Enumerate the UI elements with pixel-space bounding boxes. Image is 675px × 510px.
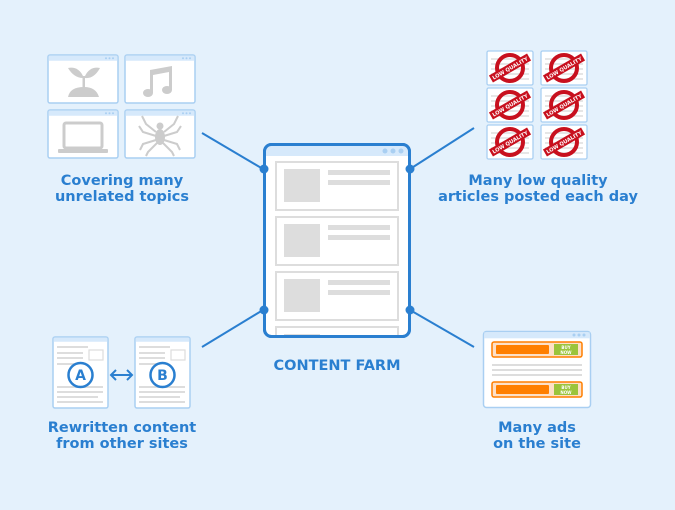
- ad-banner: BUY NOW: [491, 341, 583, 358]
- low-quality-label-line1: Many low quality: [468, 173, 608, 189]
- connector-dots: [259, 164, 415, 315]
- connector-topics: [201, 132, 264, 170]
- music-note-icon: [143, 66, 172, 97]
- content-farm-title: CONTENT FARM: [273, 358, 400, 374]
- swap-arrow-icon: [109, 369, 134, 381]
- laptop-icon: [58, 121, 108, 153]
- buy-now-button: NOW: [560, 350, 572, 355]
- rewritten-group: A B Rewritten content from other sites: [48, 335, 197, 452]
- ads-label-line2: on the site: [493, 436, 581, 452]
- article-card: [275, 216, 399, 266]
- topics-label-line1: Covering many: [61, 173, 184, 189]
- buy-now-button: NOW: [560, 390, 572, 395]
- buy-now-button: BUY: [561, 345, 570, 350]
- connector-ads: [409, 309, 475, 348]
- low-quality-label-line2: articles posted each day: [438, 189, 638, 205]
- topics-group: Covering many unrelated topics: [47, 54, 196, 205]
- rewritten-label-line2: from other sites: [56, 436, 188, 452]
- ads-group: BUY NOW BUY NOW Many ads on the site: [482, 330, 592, 452]
- rewritten-label-line1: Rewritten content: [48, 420, 197, 436]
- article-card: [275, 161, 399, 211]
- low-quality-group: LOW QUALITY LOW QUALITY LOW QUALITY LOW …: [438, 49, 638, 205]
- buy-now-button: BUY: [561, 385, 570, 390]
- connector-rewritten: [201, 309, 264, 348]
- content-farm-window: [263, 143, 411, 338]
- topics-label-line2: unrelated topics: [55, 189, 189, 205]
- ads-label-line1: Many ads: [498, 420, 576, 436]
- document-b-letter: B: [157, 368, 168, 384]
- document-a-letter: A: [75, 368, 86, 384]
- spider-icon: [138, 115, 182, 157]
- article-card: [275, 271, 399, 321]
- connector-lines: [201, 127, 475, 348]
- ad-banner: BUY NOW: [491, 381, 583, 398]
- plant-icon: [68, 67, 100, 97]
- connector-low-quality: [409, 127, 475, 170]
